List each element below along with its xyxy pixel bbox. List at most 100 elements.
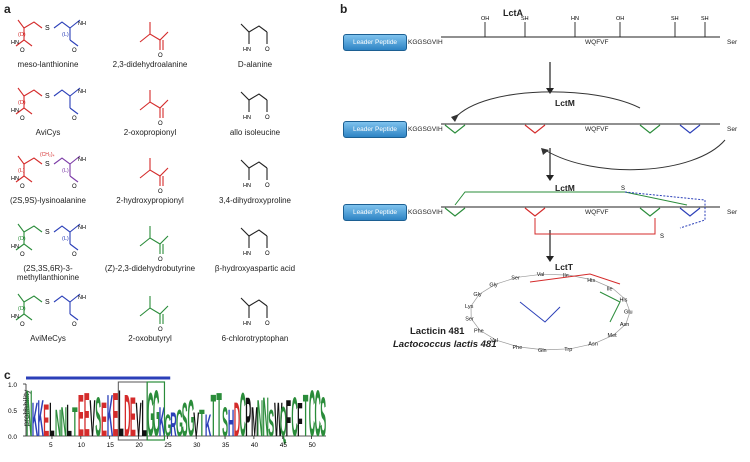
- svg-text:HN: HN: [243, 321, 251, 327]
- svg-text:O: O: [72, 184, 77, 190]
- logo-letter-24: K: [159, 400, 165, 446]
- ring-residue-13: Asn: [588, 342, 597, 348]
- organism-name: Lactococcus lactis 481: [393, 339, 497, 350]
- svg-text:O: O: [158, 327, 163, 333]
- blue-residue-1: [679, 124, 701, 134]
- svg-text:HN: HN: [11, 176, 19, 182]
- x-tick-label-5: 5: [49, 442, 53, 449]
- logo-letter-31: T: [199, 402, 204, 445]
- thioether-bridge-green: [454, 191, 688, 206]
- panel-b: LctA Leader Peptide Leader Peptide Leade…: [335, 0, 750, 365]
- svg-text:NH: NH: [78, 157, 86, 163]
- ring-residue-12: Met: [608, 333, 618, 339]
- logo-letter-37: D: [234, 393, 240, 447]
- logo-letter-23: G: [153, 376, 160, 450]
- structure-15: O HN: [240, 297, 270, 327]
- logo-letter-11: E: [84, 381, 90, 450]
- x-tick-label-30: 30: [193, 442, 201, 449]
- x-tick-label-25: 25: [164, 442, 172, 449]
- logo-letter-41: N: [257, 389, 263, 448]
- product-bridge-blue: [519, 301, 561, 323]
- svg-text:O: O: [72, 322, 77, 328]
- product-name: Lacticin 481: [410, 326, 465, 337]
- structure-caption-4: AviCys: [35, 128, 61, 137]
- svg-text:O: O: [265, 251, 270, 257]
- ring-residue-15: Gln: [538, 348, 547, 354]
- structure-caption-7: (2S,9S)-lysinoalanine: [9, 196, 87, 205]
- structure-caption-15: 6-chlorotryptophan: [221, 334, 289, 343]
- logo-letter-13: S: [95, 387, 101, 448]
- svg-text:O: O: [72, 252, 77, 258]
- logo-letter-49: T: [303, 383, 308, 449]
- logo-letter-17: L: [118, 376, 123, 450]
- side-chain-5: SH: [701, 16, 709, 22]
- logo-letter-6: N: [55, 402, 61, 445]
- svg-text:NH: NH: [78, 225, 86, 231]
- ring-residue-2: Gly: [473, 292, 482, 298]
- logo-letter-44: W: [274, 393, 282, 447]
- structure-caption-11: (Z)-2,3-didehydrobutyrine: [104, 264, 196, 273]
- side-chain-6: SH: [521, 16, 529, 22]
- curved-arrowhead-2: [541, 148, 549, 155]
- logo-letter-38: C: [239, 381, 245, 450]
- svg-text:HN: HN: [243, 183, 251, 189]
- logo-letter-2: K: [32, 393, 38, 447]
- side-chain-4: SH: [671, 16, 679, 22]
- structure-11: O: [139, 226, 169, 263]
- svg-text:NH: NH: [78, 295, 86, 301]
- logo-letter-1: N: [26, 376, 32, 450]
- precursor-title: LctA: [503, 8, 523, 18]
- svg-text:O: O: [265, 321, 270, 327]
- svg-text:(CH₂)₄: (CH₂)₄: [40, 152, 55, 158]
- logo-letter-46: F: [286, 389, 291, 448]
- green-residue-1: [444, 124, 466, 134]
- green-residue-2: [444, 207, 466, 217]
- logo-letter-5: L: [49, 393, 54, 447]
- logo-letter-52: S: [320, 387, 326, 448]
- svg-text:HN: HN: [243, 47, 251, 53]
- highlight-box-2: [146, 381, 166, 441]
- x-tick-label-20: 20: [136, 442, 144, 449]
- logo-letter-4: E: [43, 396, 49, 446]
- seq-end-1: Ser: [727, 39, 738, 46]
- svg-text:O: O: [20, 184, 25, 190]
- sulfur-atom: S: [45, 299, 50, 306]
- logo-letter-48: F: [297, 393, 302, 447]
- svg-text:(L): (L): [62, 236, 69, 242]
- logo-letter-42: N: [263, 387, 269, 448]
- structure-caption-2: 2,3-didehydroalanine: [112, 60, 188, 69]
- svg-text:O: O: [158, 53, 163, 59]
- ring-residue-14: Trp: [564, 347, 572, 353]
- step-arrowhead-2: [546, 175, 554, 181]
- logo-letter-35: S: [222, 400, 228, 446]
- red-residue-1: [524, 124, 546, 134]
- svg-text:O: O: [20, 322, 25, 328]
- ring-residue-17: Val: [490, 338, 498, 344]
- logo-letter-12: V: [89, 389, 95, 448]
- sulfur-atom: S: [45, 93, 50, 100]
- curved-arrow-2: [544, 139, 726, 171]
- leader-peptide-2: Leader Peptide: [343, 121, 407, 138]
- logo-letter-30: V: [193, 406, 199, 444]
- structure-3: OHN: [240, 23, 270, 53]
- logo-letter-36: H: [228, 402, 234, 445]
- side-chain-2: HN: [571, 16, 579, 22]
- svg-text:O: O: [265, 115, 270, 121]
- svg-text:NH: NH: [78, 21, 86, 27]
- logo-letter-22: G: [147, 381, 154, 450]
- structure-grid: SOONHHN(D)(L)OOHNSOONHHN(D)OOHNSOONHHN(L…: [11, 19, 270, 333]
- svg-text:(L): (L): [62, 168, 69, 174]
- structure-caption-14: 2-oxobutyryl: [128, 334, 172, 343]
- structure-caption-13: AviMeCys: [30, 334, 66, 343]
- curved-arrowhead-1: [451, 114, 459, 122]
- structure-14: O: [139, 296, 169, 333]
- panel-a-label: a: [4, 2, 11, 16]
- sulfur-label-2: S: [660, 234, 664, 240]
- product-bridge-red: [529, 273, 621, 285]
- seq-mid-2: WQFVF: [585, 126, 609, 133]
- svg-text:HN: HN: [11, 108, 19, 114]
